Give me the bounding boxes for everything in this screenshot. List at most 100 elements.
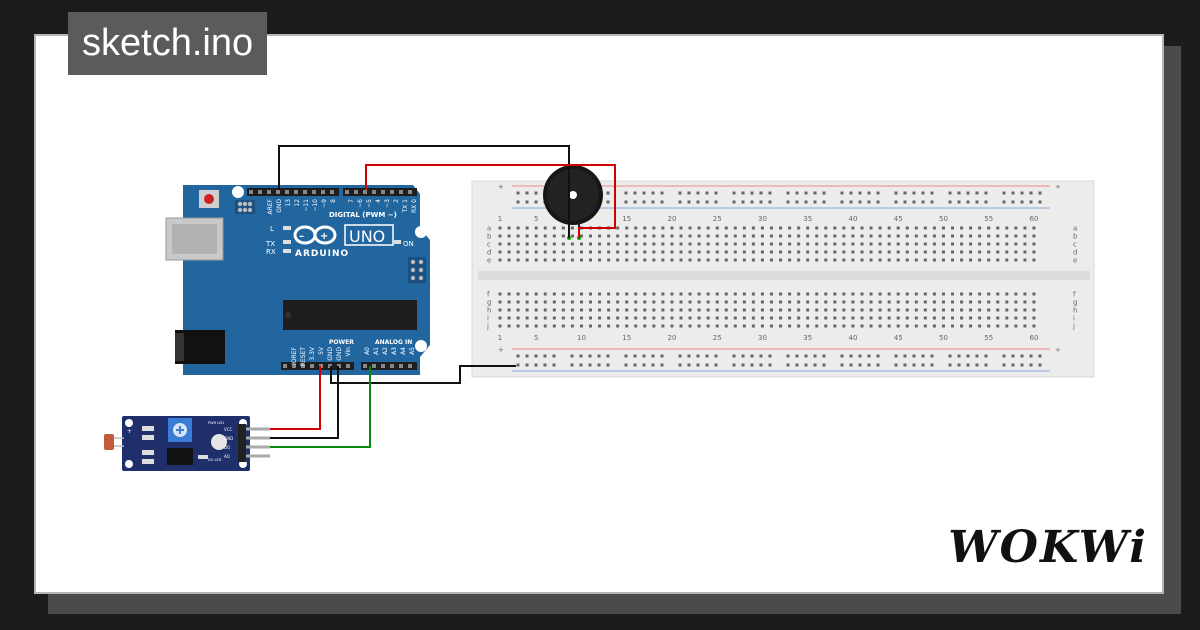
rail-hole[interactable] [903, 354, 907, 358]
breadboard-hole[interactable] [715, 316, 719, 320]
breadboard-hole[interactable] [652, 292, 656, 296]
breadboard-hole[interactable] [498, 258, 502, 262]
breadboard-hole[interactable] [887, 258, 891, 262]
breadboard-hole[interactable] [779, 250, 783, 254]
rail-hole[interactable] [624, 191, 628, 195]
breadboard-hole[interactable] [978, 258, 982, 262]
rail-hole[interactable] [543, 363, 547, 367]
breadboard-hole[interactable] [788, 250, 792, 254]
rail-hole[interactable] [912, 354, 916, 358]
rail-hole[interactable] [822, 200, 826, 204]
breadboard-hole[interactable] [760, 234, 764, 238]
rail-hole[interactable] [921, 363, 925, 367]
rail-hole[interactable] [741, 191, 745, 195]
breadboard-hole[interactable] [779, 234, 783, 238]
breadboard-hole[interactable] [724, 308, 728, 312]
breadboard-hole[interactable] [987, 292, 991, 296]
breadboard-hole[interactable] [616, 308, 620, 312]
breadboard-hole[interactable] [923, 316, 927, 320]
rail-hole[interactable] [984, 363, 988, 367]
breadboard-hole[interactable] [779, 300, 783, 304]
rail-hole[interactable] [804, 354, 808, 358]
rail-hole[interactable] [813, 200, 817, 204]
breadboard-hole[interactable] [607, 258, 611, 262]
rail-hole[interactable] [732, 191, 736, 195]
breadboard-hole[interactable] [625, 258, 629, 262]
breadboard-hole[interactable] [724, 316, 728, 320]
breadboard-hole[interactable] [733, 234, 737, 238]
breadboard-hole[interactable] [969, 234, 973, 238]
breadboard-hole[interactable] [887, 324, 891, 328]
breadboard-hole[interactable] [670, 258, 674, 262]
rail-hole[interactable] [786, 200, 790, 204]
breadboard-hole[interactable] [833, 242, 837, 246]
breadboard-hole[interactable] [498, 316, 502, 320]
breadboard-hole[interactable] [516, 292, 520, 296]
rail-hole[interactable] [795, 363, 799, 367]
breadboard-hole[interactable] [824, 250, 828, 254]
breadboard-hole[interactable] [724, 250, 728, 254]
breadboard-hole[interactable] [914, 292, 918, 296]
breadboard-hole[interactable] [706, 300, 710, 304]
rail-hole[interactable] [804, 191, 808, 195]
breadboard-hole[interactable] [860, 300, 864, 304]
breadboard-hole[interactable] [869, 242, 873, 246]
breadboard-hole[interactable] [625, 300, 629, 304]
breadboard-hole[interactable] [932, 258, 936, 262]
rail-hole[interactable] [903, 363, 907, 367]
breadboard-hole[interactable] [733, 324, 737, 328]
breadboard-hole[interactable] [833, 292, 837, 296]
rail-hole[interactable] [714, 354, 718, 358]
breadboard-hole[interactable] [1005, 316, 1009, 320]
rail-hole[interactable] [1011, 354, 1015, 358]
breadboard-hole[interactable] [561, 258, 565, 262]
breadboard-hole[interactable] [815, 234, 819, 238]
breadboard-hole[interactable] [851, 300, 855, 304]
rail-hole[interactable] [903, 200, 907, 204]
breadboard-hole[interactable] [1023, 234, 1027, 238]
breadboard-hole[interactable] [706, 242, 710, 246]
breadboard-hole[interactable] [1032, 316, 1036, 320]
breadboard-hole[interactable] [824, 300, 828, 304]
breadboard-hole[interactable] [978, 292, 982, 296]
rail-hole[interactable] [534, 191, 538, 195]
breadboard-hole[interactable] [751, 226, 755, 230]
breadboard-hole[interactable] [543, 308, 547, 312]
breadboard-hole[interactable] [498, 242, 502, 246]
breadboard-hole[interactable] [742, 308, 746, 312]
breadboard-hole[interactable] [616, 300, 620, 304]
breadboard-hole[interactable] [733, 316, 737, 320]
breadboard-hole[interactable] [842, 250, 846, 254]
breadboard-hole[interactable] [688, 234, 692, 238]
breadboard-hole[interactable] [978, 226, 982, 230]
breadboard-hole[interactable] [797, 324, 801, 328]
ldr-sensor-module[interactable]: VCC GND DO AO PWR LED DO LED + - [104, 416, 270, 471]
breadboard-hole[interactable] [634, 308, 638, 312]
breadboard-hole[interactable] [896, 258, 900, 262]
rail-hole[interactable] [1011, 363, 1015, 367]
breadboard-hole[interactable] [941, 226, 945, 230]
breadboard-hole[interactable] [607, 324, 611, 328]
breadboard-hole[interactable] [851, 250, 855, 254]
breadboard-hole[interactable] [715, 258, 719, 262]
breadboard-hole[interactable] [552, 226, 556, 230]
breadboard-hole[interactable] [1005, 250, 1009, 254]
breadboard-hole[interactable] [589, 258, 592, 262]
breadboard-hole[interactable] [923, 300, 927, 304]
breadboard-hole[interactable] [688, 242, 692, 246]
rail-hole[interactable] [597, 354, 601, 358]
rail-hole[interactable] [750, 200, 754, 204]
breadboard-hole[interactable] [724, 324, 728, 328]
breadboard-hole[interactable] [914, 300, 918, 304]
breadboard-hole[interactable] [824, 234, 828, 238]
breadboard-hole[interactable] [815, 226, 819, 230]
breadboard-hole[interactable] [751, 308, 755, 312]
breadboard-hole[interactable] [661, 234, 665, 238]
breadboard-hole[interactable] [987, 234, 991, 238]
breadboard-hole[interactable] [1023, 316, 1027, 320]
breadboard-hole[interactable] [797, 234, 801, 238]
breadboard-hole[interactable] [851, 234, 855, 238]
breadboard-hole[interactable] [932, 300, 936, 304]
rail-hole[interactable] [975, 354, 979, 358]
rail-hole[interactable] [858, 200, 862, 204]
